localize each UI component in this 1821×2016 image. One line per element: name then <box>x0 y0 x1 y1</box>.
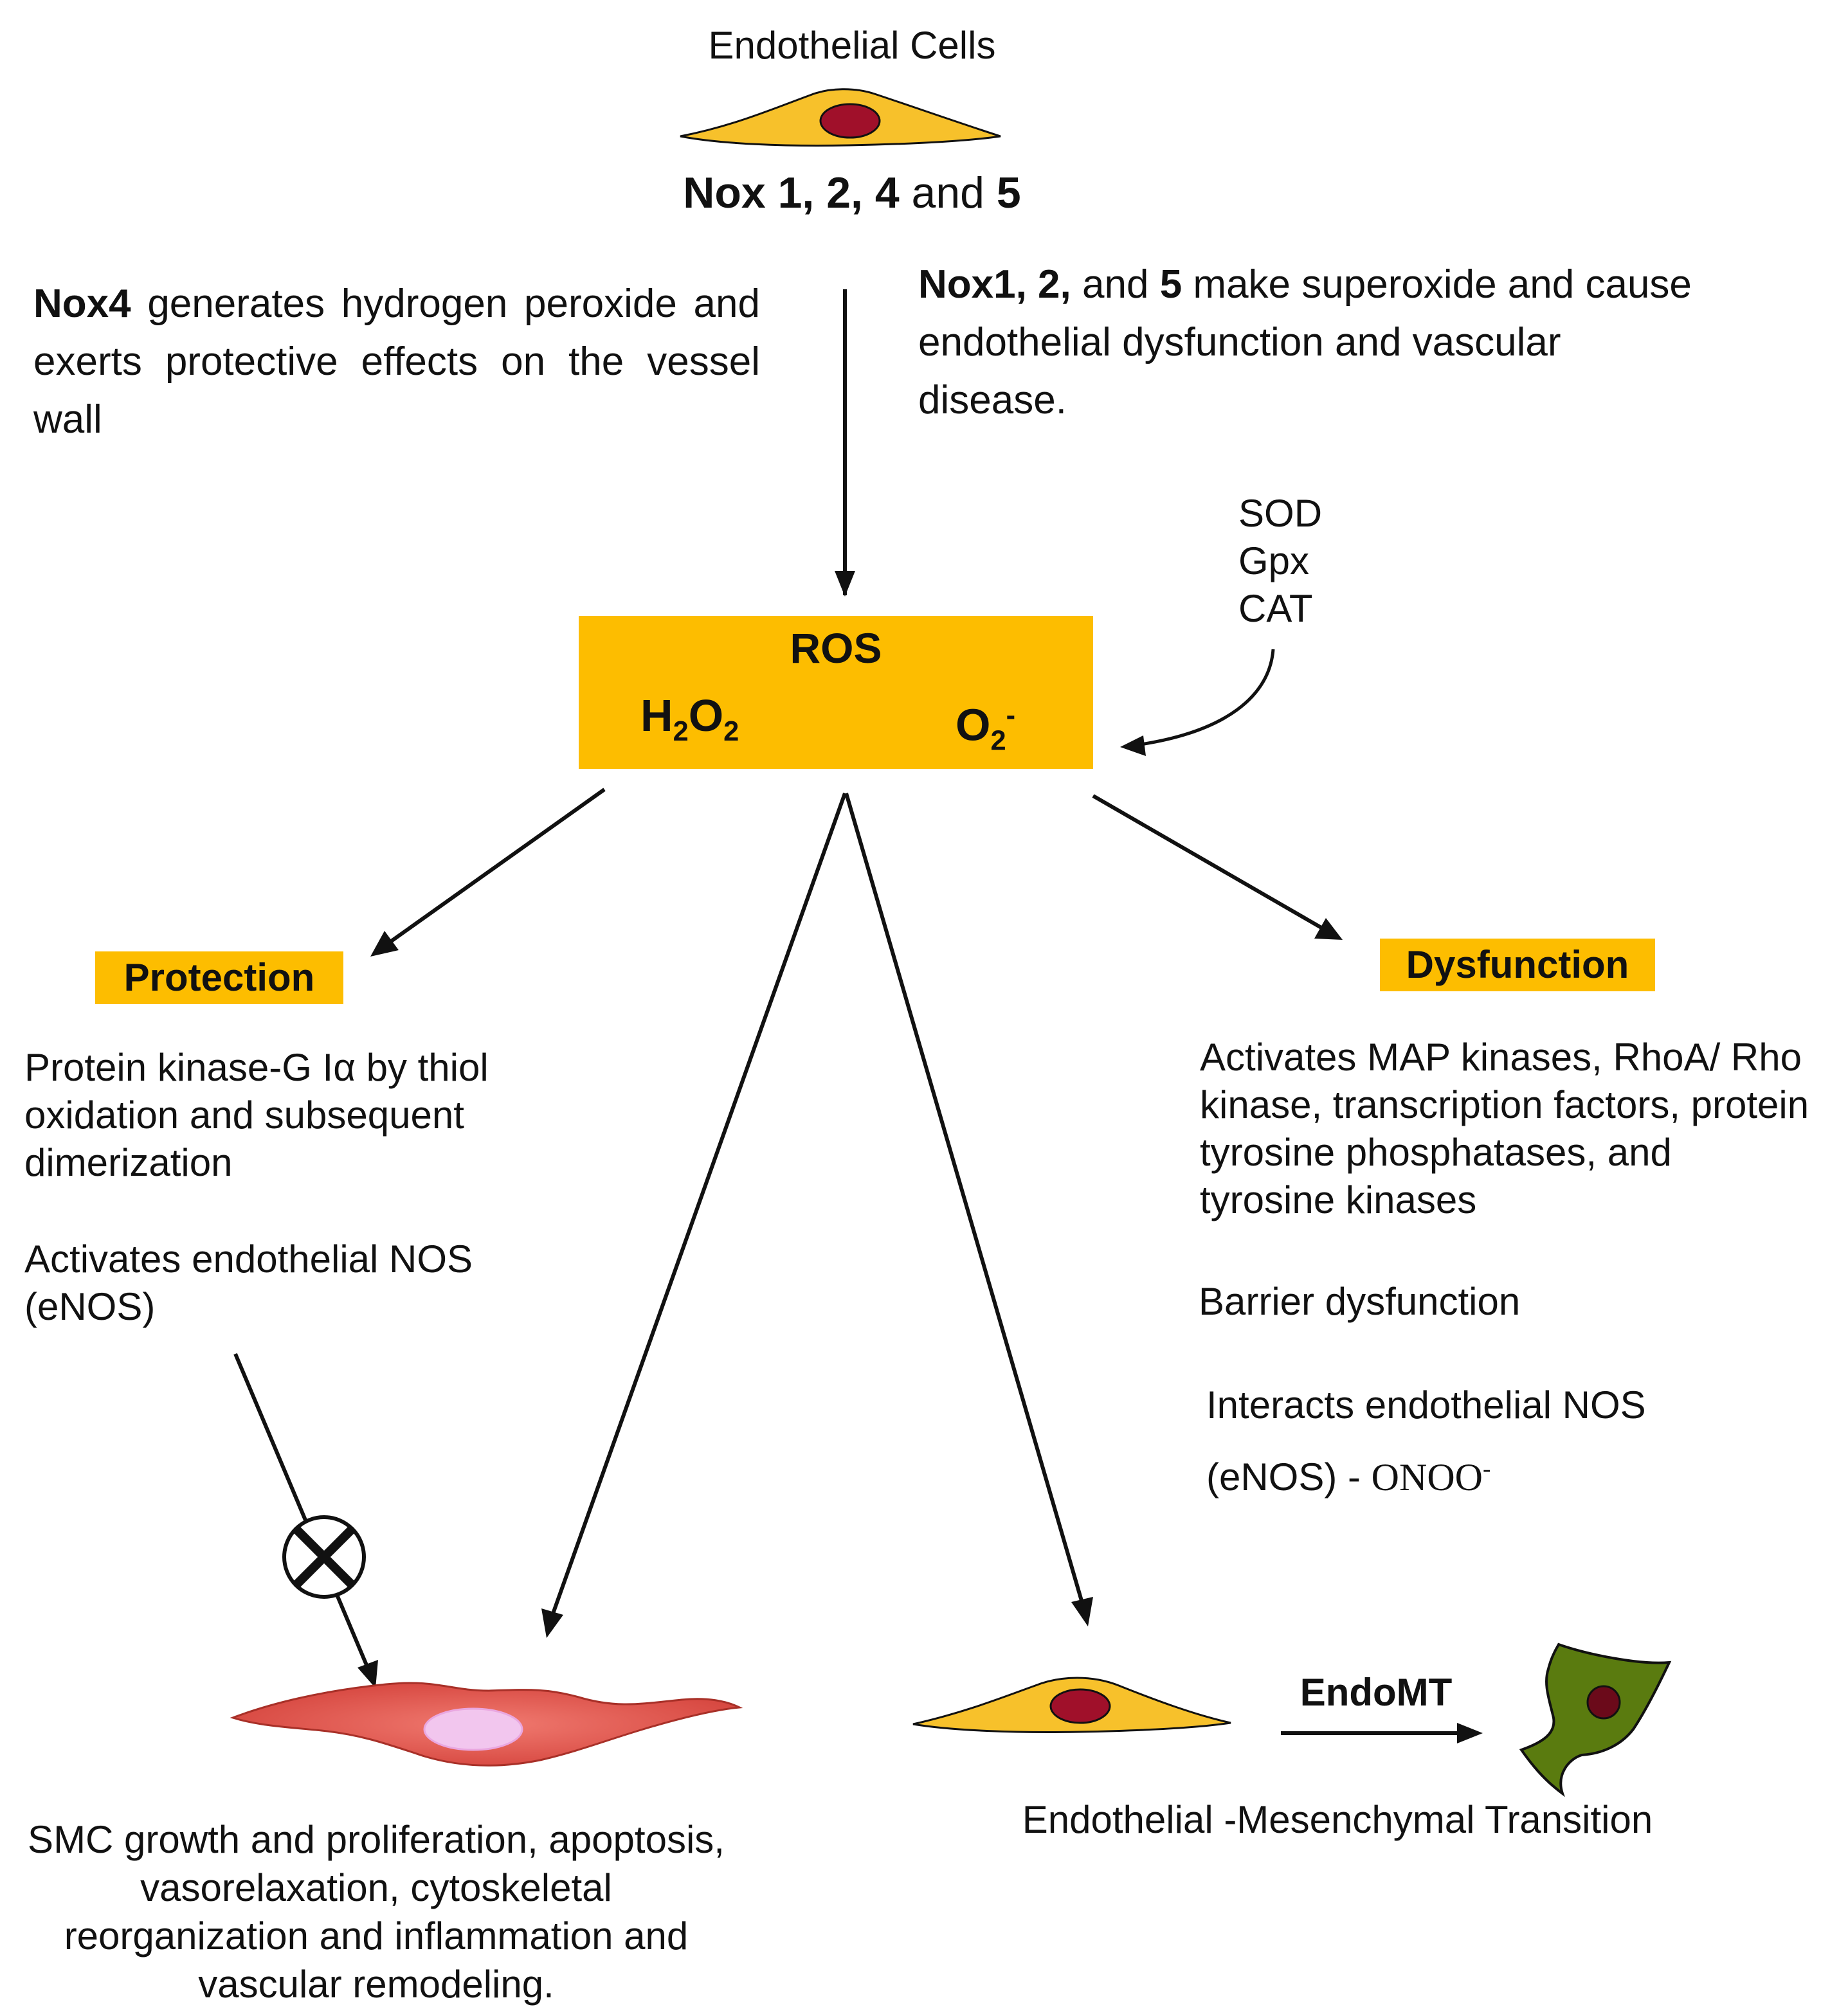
nox-isoforms-heading: Nox 1, 2, 4 and 5 <box>579 166 1125 220</box>
h2o2-o: O <box>688 690 724 741</box>
dysfunction-kinases-text: Activates MAP kinases, RhoA/ Rho kinase,… <box>1200 1036 1809 1221</box>
arrow-ros-to-dysfunction <box>1092 794 1326 932</box>
peroxynitrite: ONOO <box>1371 1456 1483 1498</box>
peroxynitrite-charge: - <box>1483 1456 1491 1482</box>
ros-superoxide: O2- <box>956 687 1015 770</box>
endothelial-cell-top <box>680 88 1001 147</box>
protection-badge <box>95 951 343 1004</box>
o2-o: O <box>956 699 991 750</box>
h2o2-sub2: 2 <box>723 716 739 747</box>
dysfunction-enos-text: Interacts endothelial NOS (eNOS) - ONOO- <box>1206 1373 1721 1509</box>
arrow-antioxidants <box>1131 649 1275 748</box>
arrow-ros-to-endomt <box>844 793 1083 1601</box>
dysfunction-label: Dysfunction <box>1406 943 1629 986</box>
arrow-ros-to-protection <box>385 788 606 947</box>
page-title: Endothelial Cells <box>708 24 996 67</box>
nox4-label: Nox4 <box>33 282 131 326</box>
protection-label: Protection <box>123 956 315 999</box>
dysfunction-enos-line1: Interacts endothelial NOS <box>1206 1383 1646 1426</box>
o2-sub: 2 <box>990 725 1006 757</box>
arrow-ros-to-smc <box>551 792 847 1615</box>
nox125-note: Nox1, 2, and 5 make superoxide and cause… <box>918 256 1703 429</box>
nox125-five: 5 <box>1159 262 1182 307</box>
ros-title: ROS <box>790 624 882 672</box>
ros-box <box>579 616 1093 769</box>
protection-pkg-text: Protein kinase-G Iα by thiol oxidation a… <box>24 1046 489 1184</box>
mesenchymal-cell <box>1519 1643 1672 1797</box>
antioxidant-cat: CAT <box>1238 587 1313 630</box>
o2-sup: - <box>1006 700 1016 731</box>
endomt-caption: Endothelial -Mesenchymal Transition <box>1022 1798 1653 1841</box>
antioxidant-gpx: Gpx <box>1238 539 1310 582</box>
nox-isoforms-and: and <box>911 168 985 217</box>
dysfunction-badge <box>1380 939 1655 991</box>
arrow-enos-to-smc-blocked <box>233 1353 368 1666</box>
endomt-label: EndoMT <box>1300 1671 1453 1714</box>
dysfunction-enos-prefix: (eNOS) - <box>1206 1455 1372 1498</box>
nox125-description: make superoxide and cause endothelial dy… <box>918 262 1692 422</box>
antioxidant-list: SOD Gpx CAT <box>1238 490 1406 633</box>
smc-caption: SMC growth and proliferation, apoptosis,… <box>28 1818 725 2006</box>
endothelial-cell-bottom <box>912 1677 1231 1733</box>
nox-isoforms-five: 5 <box>996 168 1021 217</box>
h2o2-h: H <box>640 690 673 741</box>
dysfunction-enos-line2: (eNOS) - ONOO- <box>1206 1437 1721 1509</box>
protection-enos-text: Activates endothelial NOS (eNOS) <box>24 1238 473 1328</box>
dysfunction-barrier-text: Barrier dysfunction <box>1199 1280 1521 1323</box>
ros-h2o2: H2O2 <box>640 687 739 760</box>
nox125-label: Nox1, 2, <box>918 262 1071 307</box>
nox125-and: and <box>1082 262 1149 307</box>
nox4-note: Nox4 generates hydrogen peroxide and exe… <box>33 275 760 449</box>
smooth-muscle-cell <box>230 1682 743 1767</box>
nox4-description: generates hydrogen peroxide and exerts p… <box>33 282 760 442</box>
antioxidant-sod: SOD <box>1238 492 1323 535</box>
nox-isoforms-bold: Nox 1, 2, 4 <box>683 168 900 217</box>
inhibition-icon <box>282 1515 366 1599</box>
h2o2-sub1: 2 <box>673 716 689 747</box>
